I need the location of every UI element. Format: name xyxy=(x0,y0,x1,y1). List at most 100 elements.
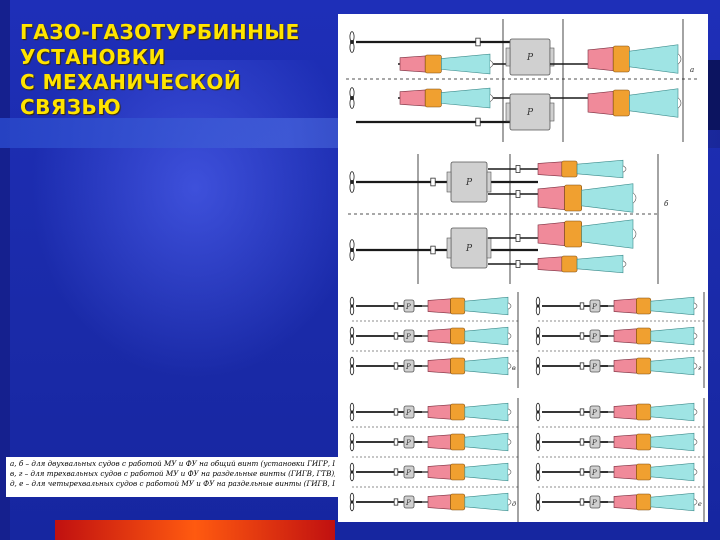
turbine-section xyxy=(464,462,509,482)
title-line: УСТАНОВКИ xyxy=(20,45,166,69)
propeller-hub xyxy=(536,440,540,444)
compressor-section xyxy=(427,434,451,450)
propeller-hub xyxy=(536,334,540,338)
gearbox-label: Р xyxy=(405,499,411,507)
exhaust-nozzle xyxy=(507,408,512,416)
gas-turbine-engine xyxy=(537,159,627,179)
compressor-section xyxy=(613,464,637,480)
compressor-section xyxy=(537,221,565,247)
shaft-coupling xyxy=(393,438,399,446)
gearbox-body xyxy=(403,465,415,479)
gearbox-label: Р xyxy=(405,303,411,311)
title-line: СВЯЗЬЮ xyxy=(20,95,122,119)
gearbox-body xyxy=(403,299,415,313)
gearbox-flange xyxy=(549,47,555,67)
shaft-coupling xyxy=(515,190,521,198)
combustor-section xyxy=(450,403,466,421)
propeller-icon xyxy=(535,402,541,422)
shaft-coupling xyxy=(579,468,585,476)
shaft-coupling xyxy=(515,260,521,268)
propeller-hub xyxy=(350,364,354,368)
compressor-section xyxy=(427,494,451,510)
turbine-section xyxy=(576,254,624,274)
turbine-section xyxy=(464,326,509,346)
gearbox-flange xyxy=(505,102,511,122)
gearbox-body xyxy=(589,299,601,313)
propeller-icon xyxy=(535,432,541,452)
turbine-section xyxy=(650,296,695,316)
propeller-icon xyxy=(349,402,355,422)
propeller-icon xyxy=(349,356,355,376)
left-stripe xyxy=(0,0,10,540)
exhaust-nozzle xyxy=(507,438,512,446)
combustor-section xyxy=(636,297,652,315)
compressor-section xyxy=(427,404,451,420)
compressor-section xyxy=(613,298,637,314)
propeller-icon xyxy=(535,462,541,482)
turbine-section xyxy=(576,159,624,179)
propeller-hub xyxy=(350,334,354,338)
gas-turbine-engine xyxy=(427,492,512,512)
shaft-coupling xyxy=(393,362,399,370)
combustor-section xyxy=(450,493,466,511)
compressor-section xyxy=(427,328,451,344)
bottom-accent-bar xyxy=(55,520,335,540)
gearbox-label: Р xyxy=(526,53,534,63)
turbine-section xyxy=(581,219,634,249)
turbine-section xyxy=(650,356,695,376)
section-label: а xyxy=(690,66,694,74)
turbine-section xyxy=(441,87,491,109)
gas-turbine-engine xyxy=(613,296,698,316)
propeller-icon xyxy=(535,326,541,346)
gearbox-icon: Р xyxy=(446,227,492,269)
gearbox-body xyxy=(589,405,601,419)
exhaust-nozzle xyxy=(622,260,627,268)
gearbox-icon: Р xyxy=(589,465,601,479)
gearbox-label: Р xyxy=(591,499,597,507)
gearbox-icon: Р xyxy=(403,435,415,449)
combustor-section xyxy=(450,433,466,451)
gearbox-body xyxy=(403,405,415,419)
gearbox-icon: Р xyxy=(446,161,492,203)
exhaust-nozzle xyxy=(507,302,512,310)
compressor-section xyxy=(587,46,614,72)
gas-turbine-engine xyxy=(613,492,698,512)
compressor-section xyxy=(399,55,426,73)
propeller-icon xyxy=(349,326,355,346)
gearbox-body xyxy=(403,435,415,449)
gearbox-body xyxy=(589,359,601,373)
section-label: б xyxy=(664,200,669,208)
gearbox-body xyxy=(589,495,601,509)
gearbox-flange xyxy=(486,237,492,259)
compressor-section xyxy=(613,358,637,374)
gearbox-icon: Р xyxy=(403,329,415,343)
gearbox-body xyxy=(403,359,415,373)
gas-turbine-engine xyxy=(613,326,698,346)
turbine-section xyxy=(650,492,695,512)
gas-turbine-engine xyxy=(587,44,682,74)
combustor-section xyxy=(636,357,652,375)
turbine-section xyxy=(464,402,509,422)
gearbox-label: Р xyxy=(591,439,597,447)
combustor-section xyxy=(561,160,578,178)
slide-title: ГАЗО-ГАЗОТУРБИННЫЕ УСТАНОВКИ С МЕХАНИЧЕС… xyxy=(20,20,300,120)
gas-turbine-engine xyxy=(613,356,698,376)
turbine-section xyxy=(464,296,509,316)
background-glow xyxy=(30,60,360,380)
combustor-section xyxy=(612,45,630,73)
propeller-icon xyxy=(535,296,541,316)
combustor-section xyxy=(450,463,466,481)
propeller-hub xyxy=(536,410,540,414)
gearbox-label: Р xyxy=(405,439,411,447)
combustor-section xyxy=(450,327,466,345)
gas-turbine-engine xyxy=(613,402,698,422)
propeller-icon xyxy=(535,356,541,376)
shaft-coupling xyxy=(579,302,585,310)
compressor-section xyxy=(399,89,426,107)
combustor-section xyxy=(636,327,652,345)
compressor-section xyxy=(613,434,637,450)
gearbox-label: Р xyxy=(591,409,597,417)
gearbox-icon: Р xyxy=(403,495,415,509)
combustor-section xyxy=(612,89,630,117)
